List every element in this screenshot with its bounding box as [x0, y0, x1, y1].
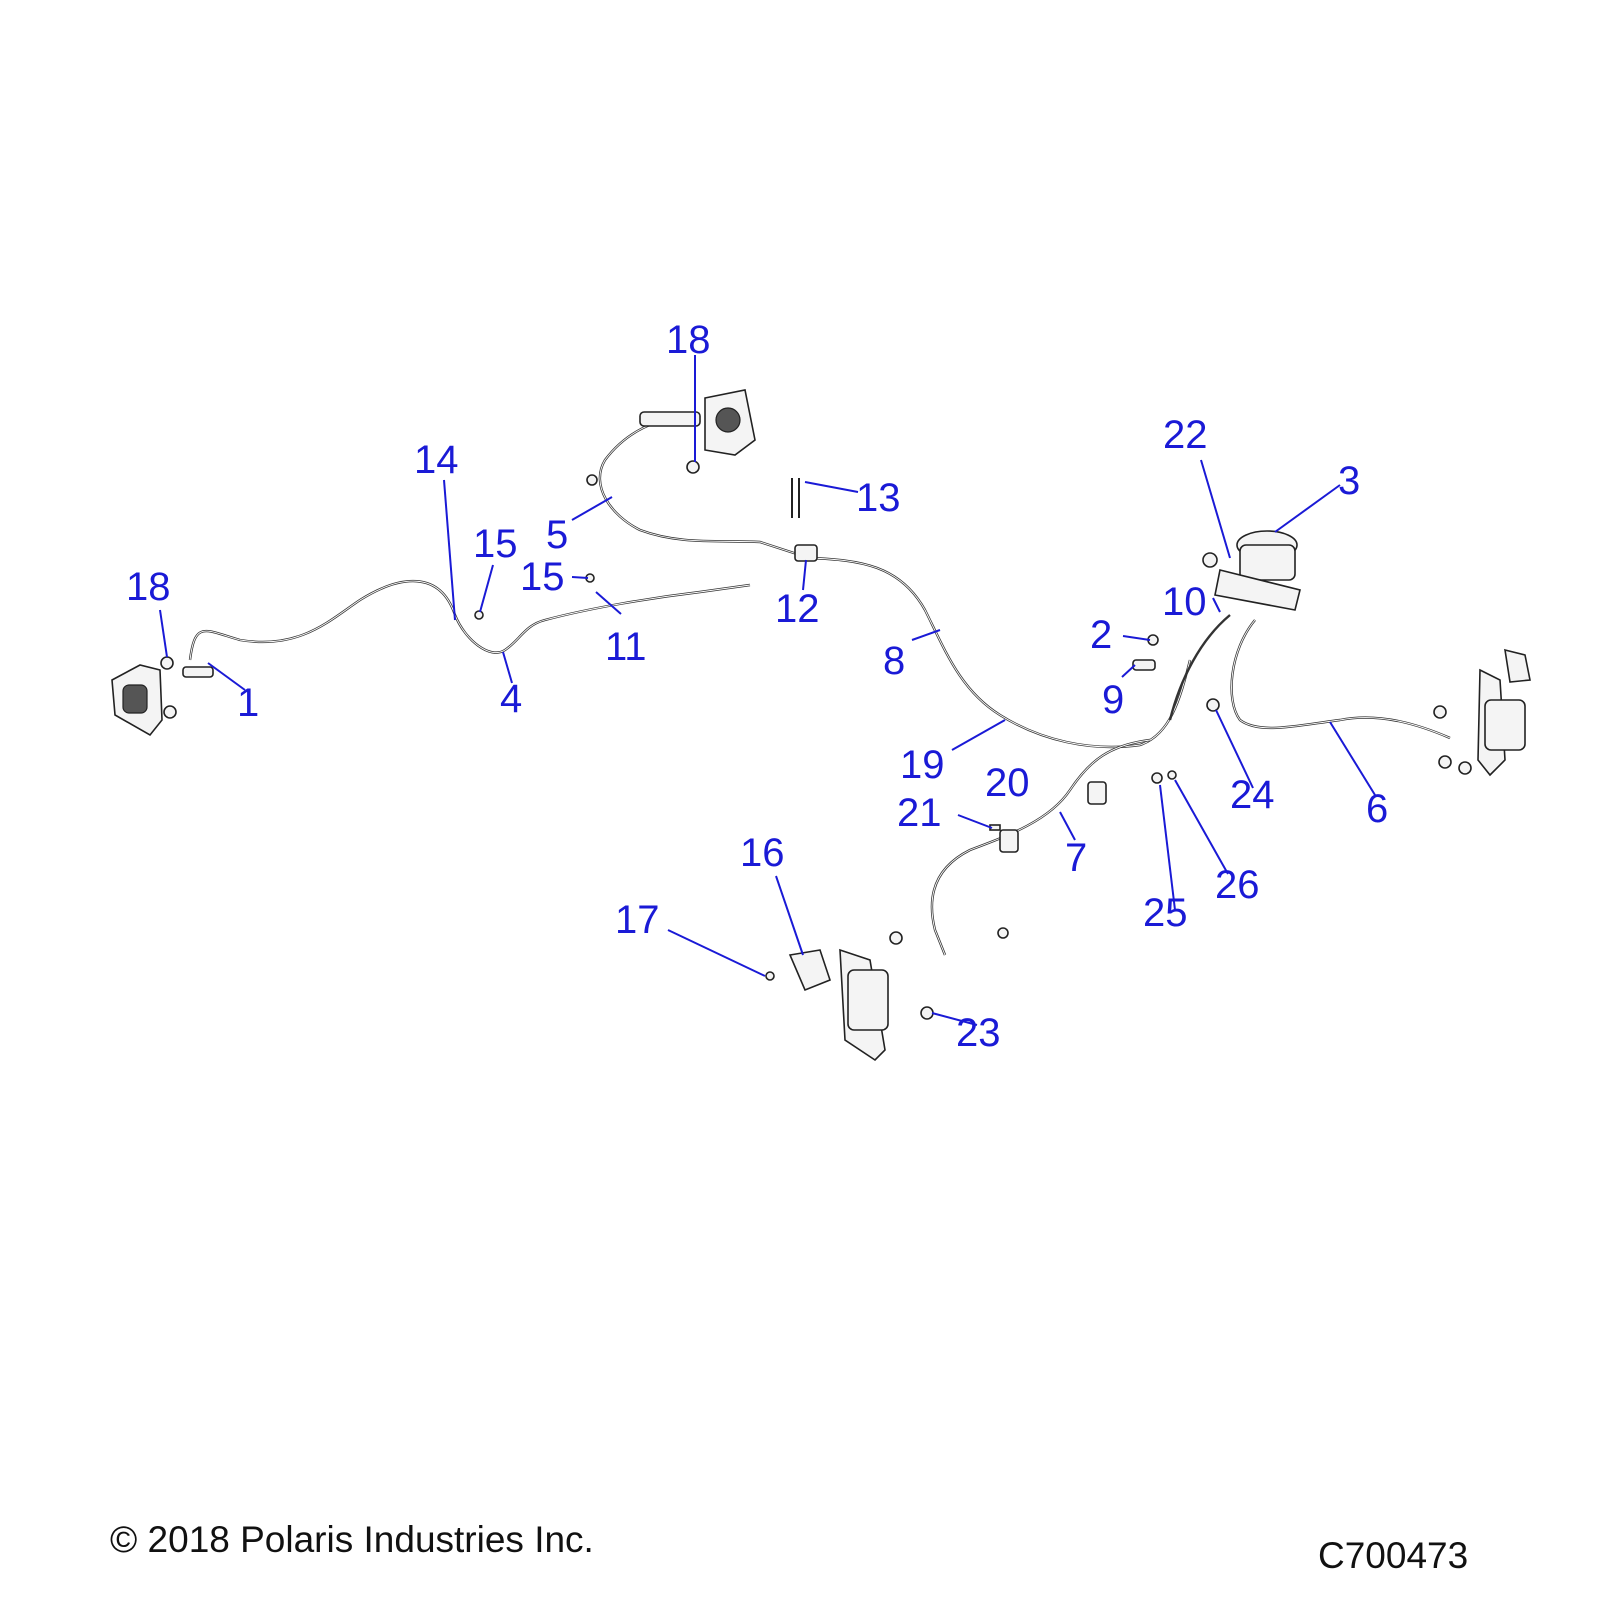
callout-20: 20: [985, 761, 1030, 805]
clamp-20: [999, 829, 1019, 853]
callout-2: 2: [1090, 613, 1112, 657]
part-9: [1132, 659, 1156, 671]
brake-line-lower-inner: [931, 739, 1151, 956]
part-17: [765, 971, 775, 981]
callout-22: 22: [1163, 413, 1208, 457]
leader-lines: [159, 355, 1376, 1026]
callout-8: 8: [883, 639, 905, 683]
callout-10: 10: [1162, 580, 1207, 624]
components: [111, 389, 1531, 1062]
brake-line-center-inner: [809, 557, 1191, 748]
part-25: [1151, 772, 1163, 784]
copyright-notice: © 2018 Polaris Industries Inc.: [110, 1519, 594, 1560]
callout-labels: 1 2 3 4 5 6 7 8 9 10 11 12 13 14 15 15 1…: [126, 318, 1388, 1055]
caliper-rear-lower: [788, 927, 1009, 1062]
callout-19: 19: [900, 743, 945, 787]
callout-25: 25: [1143, 891, 1188, 935]
part-26: [1167, 770, 1177, 780]
fittings-13: [791, 478, 800, 518]
brake-splitter-12: [794, 544, 818, 562]
callout-17: 17: [615, 898, 660, 942]
brake-line-lower: [930, 738, 1151, 956]
brake-line-front-left-inner: [189, 580, 751, 661]
part-15a: [474, 610, 484, 620]
callout-6: 6: [1366, 787, 1388, 831]
brake-line-upper-left: [598, 418, 801, 557]
callout-24: 24: [1230, 773, 1275, 817]
callout-21: 21: [897, 791, 942, 835]
brake-line-center: [809, 556, 1192, 749]
master-cylinder: [1202, 530, 1301, 611]
callout-15b: 15: [520, 555, 565, 599]
drawing-number: C700473: [1318, 1535, 1468, 1576]
callout-3: 3: [1338, 459, 1360, 503]
callout-18a: 18: [666, 318, 711, 362]
clamp-20b: [1087, 781, 1107, 805]
callout-15a: 15: [473, 522, 518, 566]
part-24: [1206, 698, 1220, 712]
callout-5: 5: [546, 513, 568, 557]
callout-18b: 18: [126, 565, 171, 609]
caliper-rear-right: [1433, 648, 1531, 777]
callout-26: 26: [1215, 863, 1260, 907]
callout-1: 1: [237, 681, 259, 725]
callout-23: 23: [956, 1011, 1001, 1055]
callout-11: 11: [605, 625, 647, 669]
caliper-front-left: [111, 656, 214, 737]
callout-12: 12: [775, 587, 820, 631]
caliper-front-upper: [586, 389, 756, 486]
brake-line-master-branch: [1168, 614, 1231, 721]
brake-line-upper-left-inner: [599, 418, 801, 556]
brake-line-front-left: [188, 580, 751, 661]
callout-13: 13: [856, 476, 901, 520]
callout-16: 16: [740, 831, 785, 875]
callout-4: 4: [500, 677, 522, 721]
callout-14: 14: [414, 438, 459, 482]
brake-line-right-inner: [1231, 619, 1451, 739]
brake-lines: [188, 418, 1451, 956]
callout-9: 9: [1102, 678, 1124, 722]
callout-7: 7: [1065, 836, 1087, 880]
